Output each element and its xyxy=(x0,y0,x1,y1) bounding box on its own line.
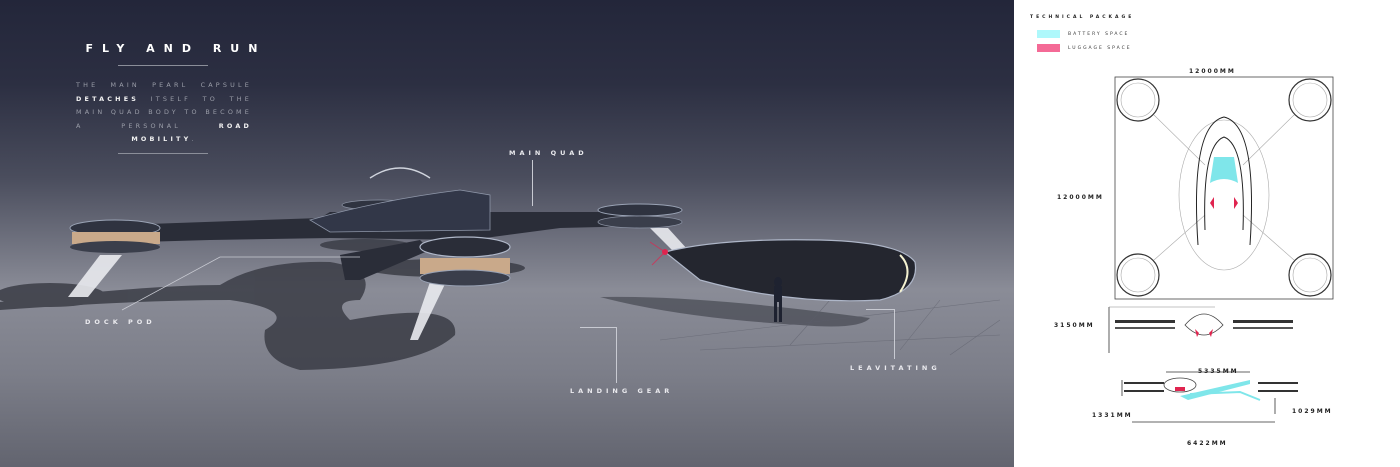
luggage-swatch xyxy=(1037,44,1060,52)
callout-landing-gear: LANDING GEAR xyxy=(570,387,674,395)
main-quad-leader xyxy=(532,160,533,206)
desc-part-2: ITSELF TO THE MAIN QUAD BODY TO BECOME A… xyxy=(76,94,252,130)
technical-package-title: TECHNICAL PACKAGE xyxy=(1030,15,1135,20)
dim-top-width: 12000MM xyxy=(1189,68,1236,75)
battery-swatch xyxy=(1037,30,1060,38)
description-text: THE MAIN PEARL CAPSULE DETACHES ITSELF T… xyxy=(76,79,252,147)
page-title: FLY AND RUN xyxy=(85,42,267,55)
luggage-legend-label: LUGGAGE SPACE xyxy=(1068,46,1132,51)
landing-gear-leader-h xyxy=(580,327,616,328)
front-view-drawing xyxy=(1108,306,1293,353)
desc-bold-detaches: DETACHES xyxy=(76,94,140,103)
render-panel: FLY AND RUN THE MAIN PEARL CAPSULE DETAC… xyxy=(0,0,1014,467)
dock-pod-leader xyxy=(121,256,360,311)
leavitating-leader-v xyxy=(894,309,895,359)
battery-legend-label: BATTERY SPACE xyxy=(1068,32,1130,37)
dim-side-length-lower: 6422MM xyxy=(1187,440,1228,447)
desc-part-3: . xyxy=(191,135,197,143)
desc-divider xyxy=(118,153,208,154)
top-view-drawing xyxy=(1114,76,1334,300)
dim-side-height-left: 1331MM xyxy=(1092,412,1133,419)
callout-leavitating: LEAVITATING xyxy=(850,364,941,372)
side-view-drawing xyxy=(1121,371,1298,423)
callout-dock-pod: DOCK POD xyxy=(85,318,156,326)
dim-front-height: 3150MM xyxy=(1054,322,1095,329)
dim-side-length-upper: 5335MM xyxy=(1198,368,1239,375)
leavitating-leader-h xyxy=(866,309,894,310)
technical-panel xyxy=(1014,0,1400,467)
callout-main-quad: MAIN QUAD xyxy=(509,149,588,157)
dim-side-height-right: 1029MM xyxy=(1292,408,1333,415)
title-divider xyxy=(118,65,208,66)
desc-part-1: THE MAIN PEARL CAPSULE xyxy=(76,81,252,89)
vehicle-render-illustration xyxy=(0,167,1001,370)
desc-bold-road-mobility: ROAD MOBILITY xyxy=(131,121,252,144)
dim-top-height: 12000MM xyxy=(1057,194,1104,201)
landing-gear-leader-v xyxy=(616,327,617,383)
